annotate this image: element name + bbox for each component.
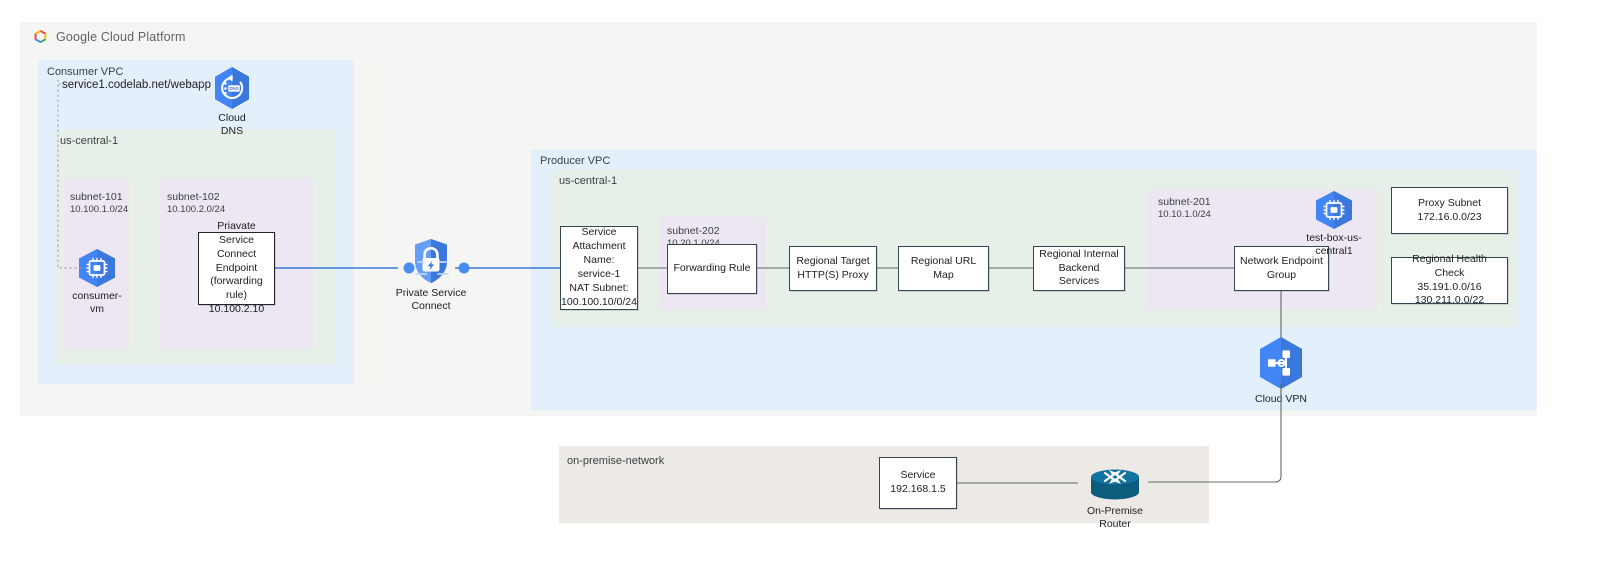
private-service-connect-node[interactable]: Private Service Connect [390,237,472,313]
regional-health-check-cidr2: 130.211.0.0/22 [1414,294,1485,307]
cloud-vpn-label: Cloud VPN [1255,393,1307,405]
service-attachment-line5: 100.100.10/0/24 [561,295,637,308]
consumer-region-label: us-central-1 [60,135,119,147]
network-endpoint-group-label: Network Endpoint Group [1240,254,1323,281]
router-icon [1091,469,1139,500]
regional-health-check-title: Regional Health Check [1412,252,1487,279]
on-premise-service-box[interactable]: Service 192.168.1.5 [879,457,957,509]
service-attachment-line1: Service [581,226,617,239]
regional-url-map-label: Regional URL Map [910,254,977,281]
test-box-vm-label: test-box-us-central1 [1306,232,1362,258]
cloud-dns-icon: DNS [215,67,249,109]
service-attachment-line4: NAT Subnet: [569,281,629,294]
producer-vpc-label: Producer VPC [540,155,611,167]
regional-url-map-box[interactable]: Regional URL Map [898,246,989,291]
regional-backend-services-label: Regional Internal Backend Services [1039,247,1119,288]
consumer-vm-label: consumer-vm [72,290,122,316]
network-endpoint-group-box[interactable]: Network Endpoint Group [1234,246,1329,291]
subnet-202-name: subnet-202 [667,225,720,237]
svg-text:DNS: DNS [229,86,238,91]
subnet-201-cidr: 10.10.1.0/24 [1158,209,1211,221]
subnet-201-name: subnet-201 [1158,196,1211,208]
psc-endpoint-box[interactable]: Priavate Service Connect Endpoint (forwa… [198,220,275,315]
regional-backend-services-box[interactable]: Regional Internal Backend Services [1033,246,1125,291]
cloud-dns-node[interactable]: DNS Cloud DNS [206,66,258,138]
consumer-vpc-label: Consumer VPC [47,66,124,78]
subnet-202-cidr: 10.20.1.0/24 [667,238,720,251]
dns-record-text: service1.codelab.net/webapp [62,79,211,91]
google-cloud-logo-icon [34,29,47,44]
subnet-101-label: subnet-101 10.100.1.0/24 [70,190,128,217]
test-box-vm-node[interactable]: test-box-us-central1 [1290,190,1378,258]
proxy-subnet-title: Proxy Subnet [1417,196,1482,209]
private-service-connect-label: Private Service Connect [395,287,467,313]
subnet-101-name: subnet-101 [70,191,123,203]
on-premise-service-line1: Service [900,469,936,482]
on-premise-service-line2: 192.168.1.5 [890,483,946,495]
on-premise-router-label: On-Premise Router [1086,505,1143,531]
service-attachment-box[interactable]: Service Attachment Name: service-1 NAT S… [560,226,638,310]
producer-region-label: us-central-1 [559,175,618,187]
regional-target-proxy-box[interactable]: Regional Target HTTP(S) Proxy [789,246,877,291]
cloud-vpn-icon [1260,337,1302,389]
psc-endpoint-text: Priavate Service Connect Endpoint (forwa… [208,220,265,316]
subnet-101-cidr: 10.100.1.0/24 [70,204,129,216]
service-attachment-line2: Attachment [572,240,626,253]
subnet-102-label: subnet-102 10.100.2.0/24 [167,190,225,217]
subnet-201-label: subnet-201 10.10.1.0/24 [1158,195,1211,222]
cloud-vpn-node[interactable]: Cloud VPN [1245,335,1317,406]
compute-engine-vm-icon [79,249,115,287]
cloud-dns-label: Cloud DNS [218,112,246,138]
subnet-102-cidr: 10.100.2.0/24 [167,204,226,216]
regional-health-check-box[interactable]: Regional Health Check 35.191.0.0/16 130.… [1391,253,1508,306]
gcp-brand: Google Cloud Platform [32,28,186,45]
gcp-brand-text: Google Cloud Platform [56,29,186,44]
compute-engine-vm-icon [1316,191,1352,229]
proxy-subnet-box[interactable]: Proxy Subnet 172.16.0.0/23 [1391,187,1508,234]
forwarding-rule-box[interactable]: Forwarding Rule [667,244,757,294]
on-premise-router-node[interactable]: On-Premise Router [1072,463,1158,531]
regional-target-proxy-label: Regional Target HTTP(S) Proxy [796,254,870,281]
subnet-202-label: subnet-202 10.20.1.0/24 [667,224,720,251]
proxy-subnet-cidr: 172.16.0.0/23 [1417,210,1482,223]
private-service-connect-shield-icon [415,239,447,283]
on-premise-network-label: on-premise-network [567,455,665,467]
service-attachment-line3: Name: service-1 [577,254,621,280]
forwarding-rule-label: Forwarding Rule [673,262,751,275]
regional-health-check-cidr1: 35.191.0.0/16 [1417,280,1482,293]
subnet-102-name: subnet-102 [167,191,220,203]
consumer-vm-node[interactable]: consumer-vm [72,248,122,316]
